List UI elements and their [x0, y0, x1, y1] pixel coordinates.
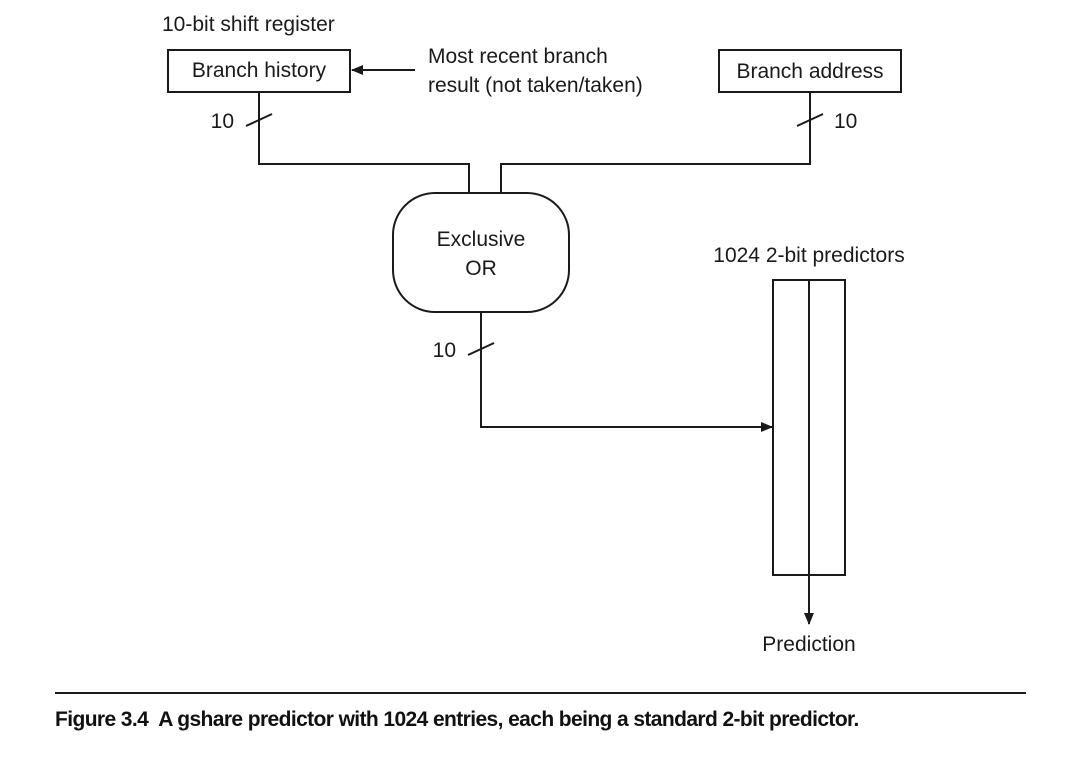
xor-label-line2: OR [465, 257, 497, 280]
branch-address-label: Branch address [736, 60, 883, 83]
prediction-label: Prediction [762, 633, 855, 656]
xor-out-bus-slash [467, 342, 495, 356]
history-to-xor-wire [258, 92, 470, 193]
xor-to-predictors-wire [480, 312, 773, 432]
figure-caption: Figure 3.4 A gshare predictor with 1024 e… [55, 708, 1055, 732]
shift-register-label: 10-bit shift register [162, 13, 335, 36]
address-bus-slash [796, 113, 824, 127]
history-bus-slash [245, 113, 273, 127]
figure-number: Figure 3.4 [55, 708, 149, 731]
xor-block [392, 192, 570, 313]
xor-label-line1: Exclusive [437, 228, 526, 251]
caption-rule [55, 692, 1026, 694]
recent-result-line2: result (not taken/taken) [428, 74, 643, 97]
address-width-label: 10 [834, 110, 857, 133]
recent-result-line1: Most recent branch [428, 45, 608, 68]
branch-address-box [718, 49, 902, 93]
branch-history-box [167, 49, 351, 93]
predictors-label: 1024 2-bit predictors [713, 244, 904, 267]
history-width-label: 10 [211, 110, 234, 133]
figure-caption-text: A gshare predictor with 1024 entries, ea… [158, 708, 859, 731]
xor-out-width-label: 10 [433, 339, 456, 362]
branch-history-label: Branch history [192, 59, 327, 82]
address-to-xor-wire [500, 92, 811, 193]
